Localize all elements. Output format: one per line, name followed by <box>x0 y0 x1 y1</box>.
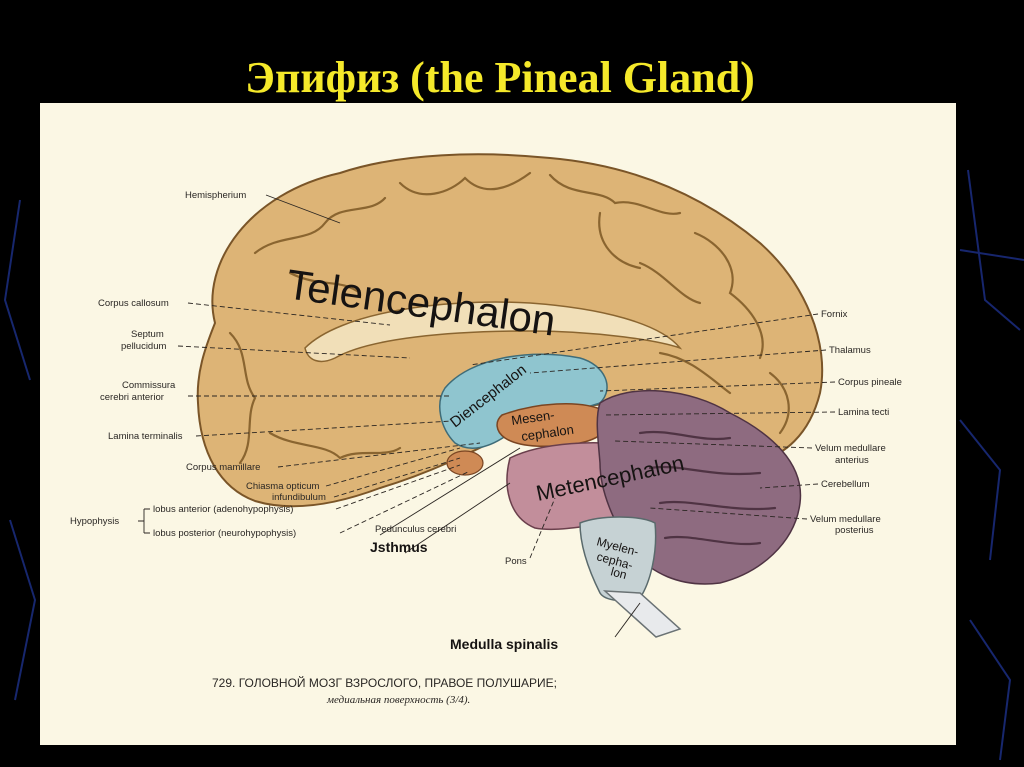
label-velum-posterius-2: posterius <box>835 525 874 536</box>
label-corpus-mamillare: Corpus mamillare <box>186 462 260 473</box>
label-septum-2: pellucidum <box>121 341 166 352</box>
label-cerebellum: Cerebellum <box>821 479 870 490</box>
label-chiasma-opticum: Chiasma opticum <box>246 481 319 492</box>
corpus-callosum-shape <box>304 301 683 363</box>
label-septum-1: Septum <box>131 329 164 340</box>
label-mesencephalon-2: cephalon <box>520 422 574 444</box>
label-commissura-1: Commissura <box>122 380 176 391</box>
label-hypophysis: Hypophysis <box>70 516 119 527</box>
label-infundibulum: infundibulum <box>272 492 326 503</box>
label-myelencephalon-3: lon <box>609 564 628 582</box>
caption-line-1: 729. ГОЛОВНОЙ МОЗГ ВЗРОСЛОГО, ПРАВОЕ ПОЛ… <box>212 675 557 690</box>
slide-title: Эпифиз (the Pineal Gland) <box>245 53 755 102</box>
label-velum-anterius-1: Velum medullare <box>815 443 886 454</box>
spinal-cord-shape <box>602 590 682 638</box>
label-velum-anterius-2: anterius <box>835 455 869 466</box>
label-lobus-anterior: lobus anterior (adenohypophysis) <box>153 504 293 515</box>
label-pedunculus-cerebri: Pedunculus cerebri <box>375 524 456 535</box>
label-medulla-spinalis: Medulla spinalis <box>450 636 558 652</box>
label-lamina-tecti: Lamina tecti <box>838 407 889 418</box>
anatomy-plate: Telencephalon Diencephalon Mesen- cephal… <box>40 103 956 745</box>
label-thalamus: Thalamus <box>829 345 871 356</box>
brain-diagram: Telencephalon Diencephalon Mesen- cephal… <box>70 153 902 706</box>
hypophysis-shape <box>446 450 484 476</box>
label-velum-posterius-1: Velum medullare <box>810 514 881 525</box>
label-lamina-terminalis: Lamina terminalis <box>108 431 183 442</box>
label-hemispherium: Hemispherium <box>185 190 246 201</box>
label-pons: Pons <box>505 556 527 567</box>
caption-line-2: медиальная поверхность (3/4). <box>326 694 470 706</box>
label-fornix: Fornix <box>821 309 848 320</box>
label-corpus-pineale: Corpus pineale <box>838 377 902 388</box>
label-commissura-2: cerebri anterior <box>100 392 164 403</box>
label-lobus-posterior: lobus posterior (neurohypophysis) <box>153 528 296 539</box>
label-isthmus: Jsthmus <box>370 539 428 555</box>
label-corpus-callosum: Corpus callosum <box>98 298 169 309</box>
label-mesencephalon-1: Mesen- <box>510 407 555 428</box>
